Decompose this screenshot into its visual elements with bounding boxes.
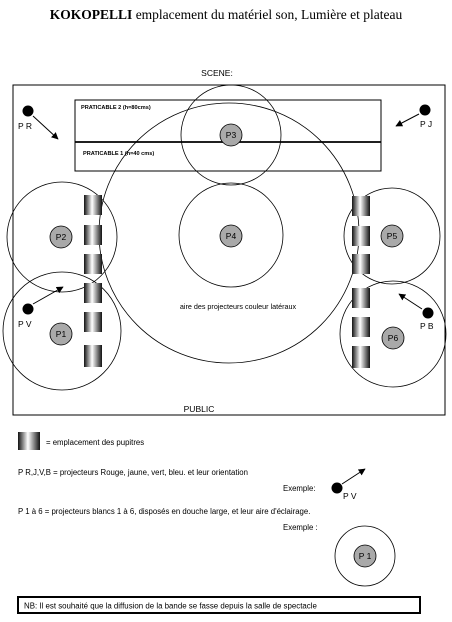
pupitre — [84, 345, 102, 367]
title-rest: emplacement du matériel son, Lumière et … — [132, 7, 403, 22]
legend-pupitre-swatch — [18, 432, 40, 450]
projector-pv: P V — [18, 286, 64, 329]
p4-coverage-circle — [178, 182, 284, 288]
pupitre — [84, 283, 102, 303]
example1-arrow — [341, 468, 366, 485]
example2-projector — [353, 544, 377, 568]
praticable-1-label: PRATICABLE 1 (h=40 cms) — [83, 151, 154, 157]
projector-p2-label: P2 — [56, 232, 67, 242]
pupitre — [84, 254, 102, 274]
praticable-platform — [74, 99, 382, 172]
projector-pj-arrow — [395, 113, 420, 127]
projector-p2: P2 — [49, 225, 73, 249]
projector-pb-label: P B — [420, 321, 434, 331]
pupitre — [352, 196, 370, 216]
projector-p3: P3 — [219, 123, 243, 147]
pupitres-right-column — [352, 196, 370, 368]
praticable-2-label: PRATICABLE 2 (h=80cms) — [81, 105, 151, 111]
projector-pj-dot — [419, 104, 431, 116]
legend-white-text: P 1 à 6 = projecteurs blancs 1 à 6, disp… — [18, 507, 310, 516]
projector-pr: P R — [18, 105, 59, 140]
example2-proj-label: P 1 — [359, 551, 372, 561]
projector-p3-label: P3 — [226, 130, 237, 140]
example1-proj-label: P V — [343, 491, 357, 501]
p6-coverage-circle — [339, 280, 447, 388]
projector-p6: P6 — [381, 326, 405, 350]
projector-pv-dot — [22, 303, 34, 315]
scene-label: SCENE: — [201, 68, 233, 78]
pupitre — [84, 195, 102, 215]
projector-p6-label: P6 — [388, 333, 399, 343]
projector-p5-label: P5 — [387, 231, 398, 241]
note-text: NB: Il est souhaité que la diffusion de … — [24, 602, 317, 611]
projector-pj-label: P J — [420, 119, 432, 129]
pupitre — [352, 226, 370, 246]
pupitres-left-column — [84, 195, 102, 367]
note-box — [17, 596, 421, 614]
projector-pb-dot — [422, 307, 434, 319]
pupitre — [352, 346, 370, 368]
projector-pj: P J — [395, 104, 432, 129]
legend-example1-label: Exemple: — [283, 484, 316, 493]
projector-p5: P5 — [380, 224, 404, 248]
title-bold: KOKOPELLI — [49, 7, 133, 22]
projector-pr-arrow — [32, 115, 59, 140]
public-label: PUBLIC — [184, 404, 215, 414]
document-title: KOKOPELLI emplacement du matériel son, L… — [0, 7, 452, 23]
legend-example1-projector: P V — [331, 468, 366, 501]
legend-pupitres-text: = emplacement des pupitres — [46, 438, 144, 447]
pupitre — [84, 225, 102, 245]
pupitre — [352, 317, 370, 337]
projector-pr-dot — [22, 105, 34, 117]
pupitre — [352, 288, 370, 308]
projector-pv-label: P V — [18, 319, 32, 329]
projector-p4: P4 — [219, 224, 243, 248]
lateral-area-label: aire des projecteurs couleur latéraux — [180, 302, 297, 311]
p5-coverage-circle — [343, 187, 441, 285]
p1-coverage-circle — [2, 271, 122, 391]
projector-pb-arrow — [398, 293, 423, 310]
pupitre — [84, 312, 102, 332]
projector-p1-label: P1 — [56, 329, 67, 339]
p3-coverage-circle — [180, 84, 282, 186]
example2-coverage — [334, 525, 396, 587]
projector-p4-label: P4 — [226, 231, 237, 241]
legend-example2-projector: P 1 — [334, 525, 396, 587]
legend-example2-label: Exemple : — [283, 523, 318, 532]
pupitre — [352, 254, 370, 274]
projector-p1: P1 — [49, 322, 73, 346]
example1-dot — [331, 482, 343, 494]
projector-pb: P B — [398, 293, 434, 331]
legend-colored-text: P R,J,V,B = projecteurs Rouge, jaune, ve… — [18, 468, 248, 477]
projector-pr-label: P R — [18, 121, 32, 131]
projector-pv-arrow — [32, 286, 64, 305]
